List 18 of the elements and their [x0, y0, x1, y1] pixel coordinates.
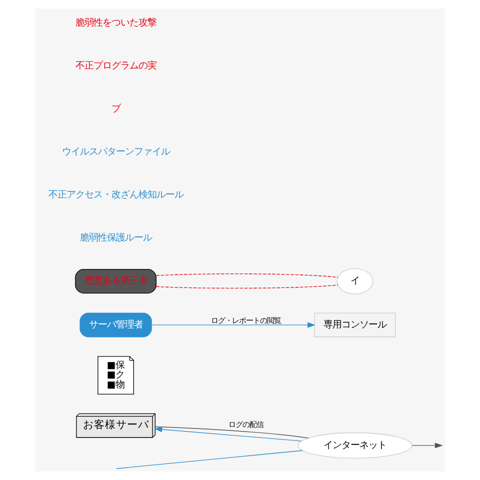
label: 脆弱性をついた攻撃 — [75, 17, 156, 28]
node-ellipse: インターネット — [298, 432, 412, 458]
node-ellipse: イ — [336, 268, 374, 294]
label: 脆弱性保護ルール — [80, 232, 152, 244]
node-box: サーバ管理者 — [80, 312, 152, 338]
label: ウイルスパターンファイル — [62, 146, 170, 158]
connector — [156, 273, 338, 278]
label: 不正プログラムの実 — [75, 60, 156, 72]
connector — [154, 426, 310, 438]
label: 不正アクセス・改ざん検知ルール — [48, 190, 184, 201]
arrow — [154, 426, 302, 442]
node-box: 悪意ある第三者 — [75, 269, 156, 294]
label: ブ — [111, 104, 120, 115]
connector — [156, 284, 338, 289]
connector — [116, 450, 303, 469]
arrow — [151, 322, 316, 328]
node-box: 専用コンソール — [314, 312, 396, 338]
arrow — [412, 442, 443, 448]
